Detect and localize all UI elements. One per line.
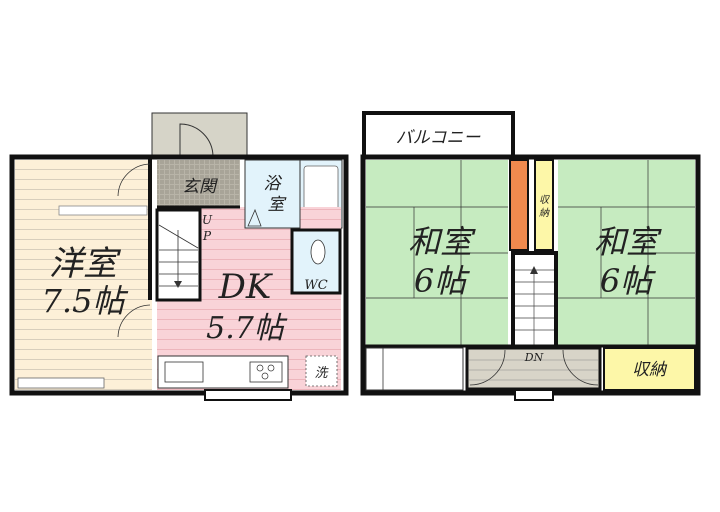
storage <box>603 347 696 391</box>
western-room-label: 洋室 <box>49 244 122 284</box>
window-bottom-1f <box>204 389 292 401</box>
western-room-floor <box>15 160 152 390</box>
window-bottom-2f <box>514 389 554 401</box>
balcony <box>362 111 515 162</box>
stairs-arrow-icon <box>530 266 538 274</box>
stairs-down-label: DN <box>524 351 544 364</box>
storage-label: 収納 <box>632 360 668 380</box>
stair-treads-2f <box>515 269 554 345</box>
floor-1: 洋室 7.5帖 玄関 浴 室 U P DK 5.7帖 WC 洗 <box>9 112 349 401</box>
closet-orange <box>509 159 529 251</box>
porch <box>151 112 248 160</box>
entrance <box>157 160 240 207</box>
japanese-room-right <box>558 160 695 345</box>
japanese-room-left <box>366 160 508 345</box>
door-swing <box>117 163 151 197</box>
floor-2: バルコニー 収 納 和室 6帖 和室 6帖 <box>360 111 701 401</box>
japanese-room-right-label: 和室 <box>594 223 662 261</box>
closet-small-label-1: 収 <box>539 194 550 206</box>
door-swing <box>117 304 151 338</box>
hall-lines <box>469 359 598 381</box>
closet-small-label-2: 納 <box>539 207 550 219</box>
door-swing <box>469 349 506 386</box>
bottom-left-space <box>365 347 464 391</box>
porch-door-swing <box>179 123 214 158</box>
bath-inner <box>244 159 301 229</box>
stairs-arrow-icon <box>174 281 182 288</box>
west-window-bay <box>17 377 105 389</box>
tatami-lines-right <box>558 160 695 345</box>
dk-size: 5.7帖 <box>206 311 288 346</box>
japanese-room-left-size: 6帖 <box>414 262 470 300</box>
bath-label-2: 室 <box>268 195 288 215</box>
closet-small <box>534 159 554 251</box>
wc-label: WC <box>304 278 327 293</box>
balcony-label: バルコニー <box>396 128 482 148</box>
western-room-size: 7.5帖 <box>42 282 129 320</box>
closet-shelf <box>58 205 148 216</box>
door-swing <box>562 349 599 386</box>
stairs-up-label-p: P <box>202 229 212 243</box>
stairs-up-label-u: U <box>202 213 213 227</box>
entrance-label: 玄関 <box>182 177 218 197</box>
bath-door <box>247 208 262 227</box>
tatami-lines-left <box>366 160 508 345</box>
toilet-icon <box>310 239 326 265</box>
japanese-room-right-size: 6帖 <box>600 262 656 300</box>
dk-label: DK <box>218 267 274 307</box>
laundry-label: 洗 <box>314 366 329 381</box>
sink-icon <box>164 361 204 383</box>
laundry-space <box>305 355 338 387</box>
japanese-room-left-label: 和室 <box>408 223 476 261</box>
bath-label-1: 浴 <box>264 174 283 194</box>
hallway-2f <box>465 346 602 391</box>
